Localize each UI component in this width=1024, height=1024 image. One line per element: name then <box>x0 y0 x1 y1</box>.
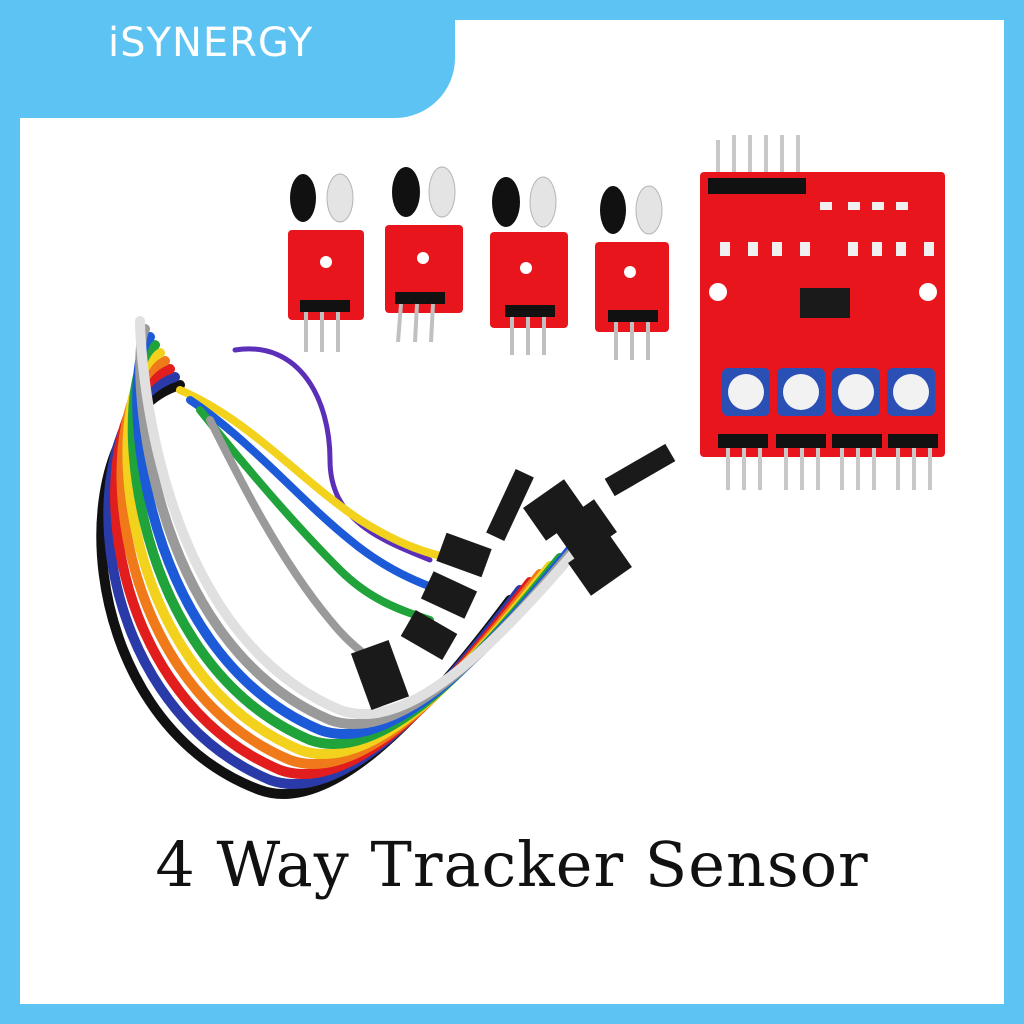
ir-sensor-module-2 <box>385 166 463 343</box>
ir-sensor-module-4 <box>595 185 669 360</box>
jumper-wire-ribbon <box>96 316 595 800</box>
potentiometers <box>722 368 935 416</box>
tracker-main-board <box>700 135 945 490</box>
brand-name: iSYNERGY <box>108 20 314 66</box>
brand-tab: iSYNERGY <box>0 0 455 118</box>
ir-sensor-module-3 <box>490 176 568 355</box>
ir-sensor-module-1 <box>288 173 364 352</box>
dupont-connectors <box>350 443 676 711</box>
product-caption: 4 Way Tracker Sensor <box>155 828 869 901</box>
main-board-bottom-pins <box>726 448 932 490</box>
